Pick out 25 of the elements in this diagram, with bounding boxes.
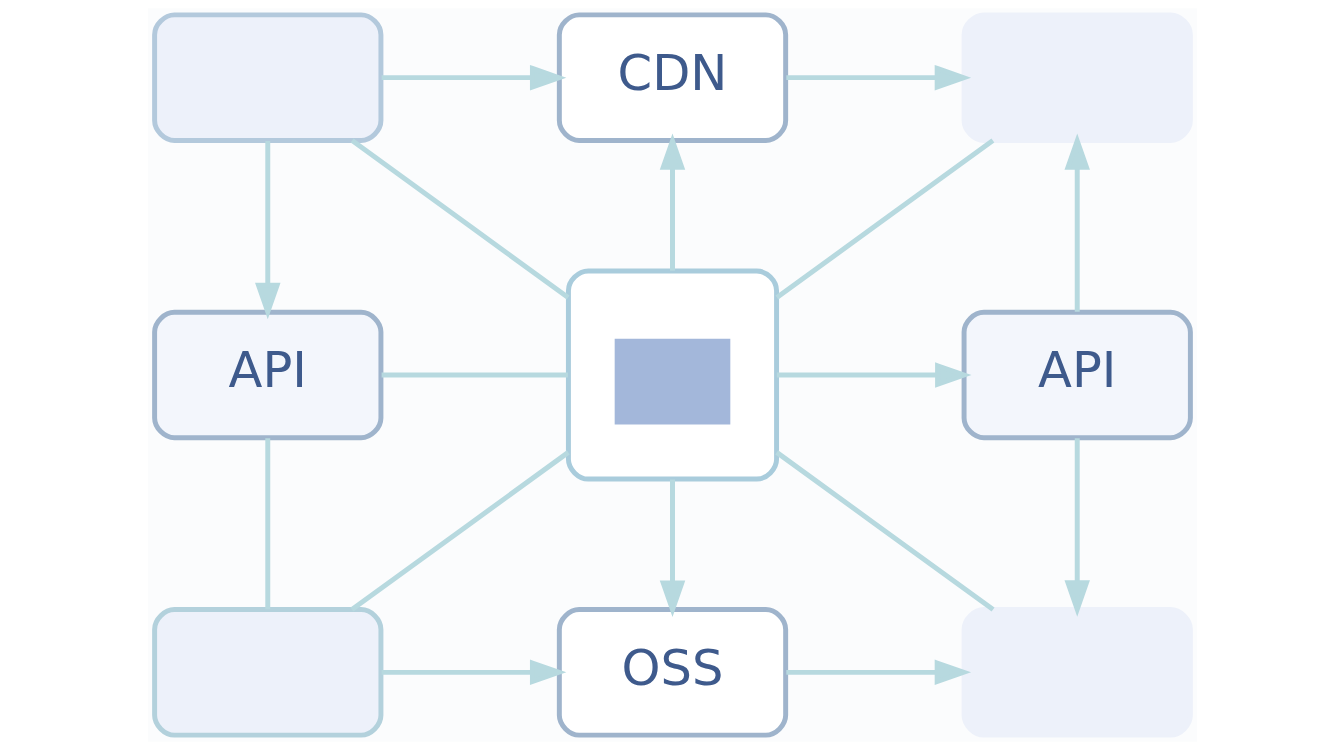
connector bbox=[381, 372, 568, 378]
node-box bbox=[961, 12, 1193, 143]
arrow bbox=[785, 64, 971, 91]
arrow bbox=[381, 659, 566, 686]
arrow bbox=[254, 140, 280, 320]
arrow bbox=[1064, 438, 1090, 617]
connector bbox=[264, 438, 270, 610]
node-box: API bbox=[961, 309, 1193, 441]
node-picture bbox=[565, 268, 779, 482]
node-box: CDN bbox=[556, 12, 788, 143]
arrow bbox=[776, 362, 972, 388]
node-box bbox=[151, 607, 383, 738]
arrow bbox=[659, 479, 685, 617]
node-box bbox=[151, 12, 383, 143]
connector bbox=[774, 450, 995, 612]
node-box: OSS bbox=[556, 607, 788, 738]
arrow bbox=[785, 659, 971, 686]
node-box: API bbox=[151, 309, 383, 441]
arrow bbox=[659, 133, 685, 271]
connector bbox=[350, 138, 570, 300]
connector bbox=[349, 450, 570, 612]
arrow bbox=[1064, 133, 1090, 312]
node-box bbox=[961, 607, 1193, 738]
connector bbox=[774, 138, 994, 300]
arrow bbox=[381, 64, 566, 91]
